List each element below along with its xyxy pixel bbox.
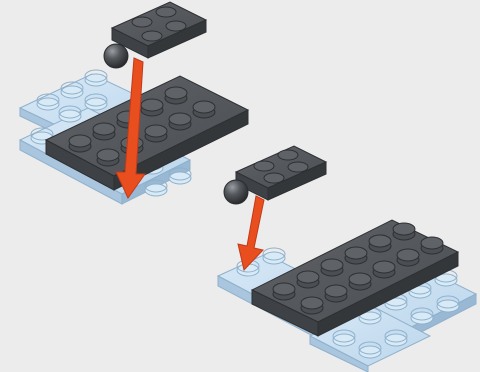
step-left-assembly xyxy=(20,2,248,204)
dark-plate-small-right xyxy=(236,146,326,200)
step-right-assembly xyxy=(218,146,476,372)
ball-joint-right xyxy=(224,180,248,204)
ball-joint-left xyxy=(104,44,128,68)
